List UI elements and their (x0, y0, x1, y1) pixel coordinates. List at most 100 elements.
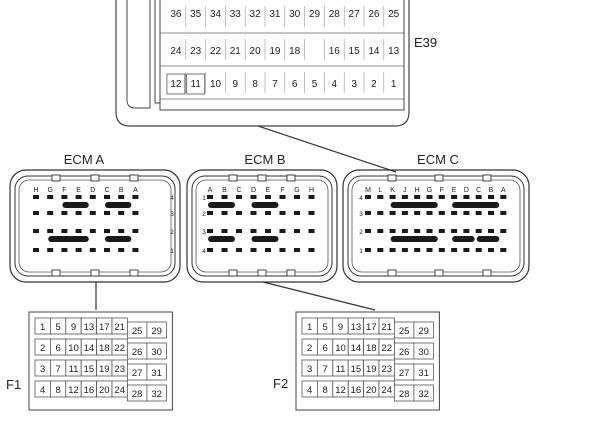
terminal-pin (279, 195, 286, 199)
terminal-pin (377, 229, 384, 233)
terminal-pin (389, 195, 396, 199)
terminal-pin (500, 195, 507, 199)
e39-inner-housing (126, 0, 151, 109)
column-letter: D (464, 187, 469, 194)
f1-pin-number: 21 (114, 322, 125, 333)
terminal-pin (250, 211, 257, 215)
terminal-pin (89, 211, 96, 215)
f1-pin-number: 18 (99, 343, 110, 354)
e39-pin-number: 14 (368, 46, 380, 57)
e39-pin-number: 13 (388, 46, 400, 57)
e39-to-ecm-c-line (257, 125, 397, 173)
terminal-pin (61, 195, 68, 199)
f1-pin-number: 2 (40, 343, 45, 354)
terminal-pin (33, 248, 39, 252)
f1-pin-number: 28 (132, 389, 143, 400)
f1-pin-number: 16 (84, 385, 95, 396)
f2-pin-number: 27 (399, 368, 410, 379)
f2-pin-number: 14 (351, 343, 362, 354)
column-letter: F (62, 187, 66, 194)
ecm-c-face (351, 179, 521, 273)
column-letter: H (33, 187, 38, 194)
f1-pin-number: 4 (40, 385, 45, 396)
terminal-pin (33, 229, 39, 233)
e39-pin-number: 10 (210, 79, 222, 90)
terminal-pin (265, 211, 271, 215)
e39-pin-number: 24 (170, 46, 182, 57)
terminal-pin (89, 229, 96, 233)
e39-label: E39 (414, 35, 437, 50)
e39-pin-number: 28 (329, 9, 341, 20)
f1-pin-number: 13 (84, 322, 95, 333)
ecm-b-to-f2-line (262, 281, 376, 311)
f2-pin-number: 30 (418, 347, 429, 358)
f1-pin-number: 17 (99, 322, 110, 333)
wide-terminal (208, 202, 235, 208)
latch-tab (51, 174, 61, 182)
wide-terminal (208, 236, 235, 242)
terminal-pin (207, 195, 213, 199)
wide-terminal (251, 202, 279, 208)
latch-tab (257, 174, 267, 182)
terminal-pin (294, 211, 300, 215)
f1-pin-cell (146, 363, 167, 381)
terminal-pin (236, 248, 242, 252)
terminal-pin (500, 248, 507, 252)
row-number: 2 (202, 211, 206, 218)
terminal-pin (265, 248, 271, 252)
terminal-pin (365, 229, 371, 233)
terminal-pin (426, 248, 433, 252)
f1-pin-number: 30 (151, 347, 162, 358)
terminal-pin (33, 211, 39, 215)
e39-pin-number: 3 (351, 79, 357, 90)
terminal-pin (118, 211, 125, 215)
terminal-pin (389, 229, 396, 233)
latch-tab (387, 174, 397, 182)
wide-terminal (476, 236, 500, 242)
ecm-b-outer-housing (186, 169, 338, 283)
row-number: 2 (170, 229, 174, 236)
row-number: 3 (359, 211, 363, 218)
f1-pin-number: 25 (132, 326, 143, 337)
f1-pin-number: 24 (114, 385, 125, 396)
f2-pin-number: 1 (307, 322, 312, 333)
column-letter: D (251, 187, 256, 194)
e39-pin-number: 2 (371, 79, 377, 90)
terminal-pin (438, 229, 445, 233)
terminal-pin (104, 195, 110, 199)
f1-pin-number: 19 (99, 364, 110, 375)
terminal-pin (132, 229, 139, 233)
wide-terminal (390, 202, 438, 208)
f2-pin-cell (413, 342, 434, 360)
e39-pin-number: 4 (332, 79, 338, 90)
f1-pin-number: 11 (69, 364, 79, 375)
latch-tab (90, 269, 100, 277)
terminal-pin (308, 195, 315, 199)
latch-tab (482, 269, 492, 277)
f1-pin-number: 29 (151, 326, 162, 337)
row-number: 1 (202, 195, 206, 202)
f2-pin-number: 20 (366, 385, 377, 396)
terminal-pin (451, 195, 458, 199)
f2-pin-number: 22 (381, 343, 392, 354)
row-number: 3 (202, 229, 206, 236)
terminal-pin (500, 211, 507, 215)
row-number: 2 (359, 229, 363, 236)
f1-pin-cell (146, 342, 167, 360)
ecm-c-inner-housing (347, 175, 525, 277)
f1-pin-number: 8 (55, 385, 60, 396)
f1-pin-number: 10 (68, 343, 79, 354)
terminal-pin (463, 248, 470, 252)
e39-pin-number: 35 (190, 9, 202, 20)
e39-pin-number: 30 (289, 9, 301, 20)
terminal-pin (401, 211, 408, 215)
terminal-pin (500, 229, 507, 233)
e39-pin-number: 1 (391, 79, 397, 90)
f1-label: F1 (6, 377, 21, 392)
wide-terminal (251, 236, 279, 242)
f2-pin-number: 4 (307, 385, 312, 396)
f1-pin-number: 23 (114, 364, 125, 375)
